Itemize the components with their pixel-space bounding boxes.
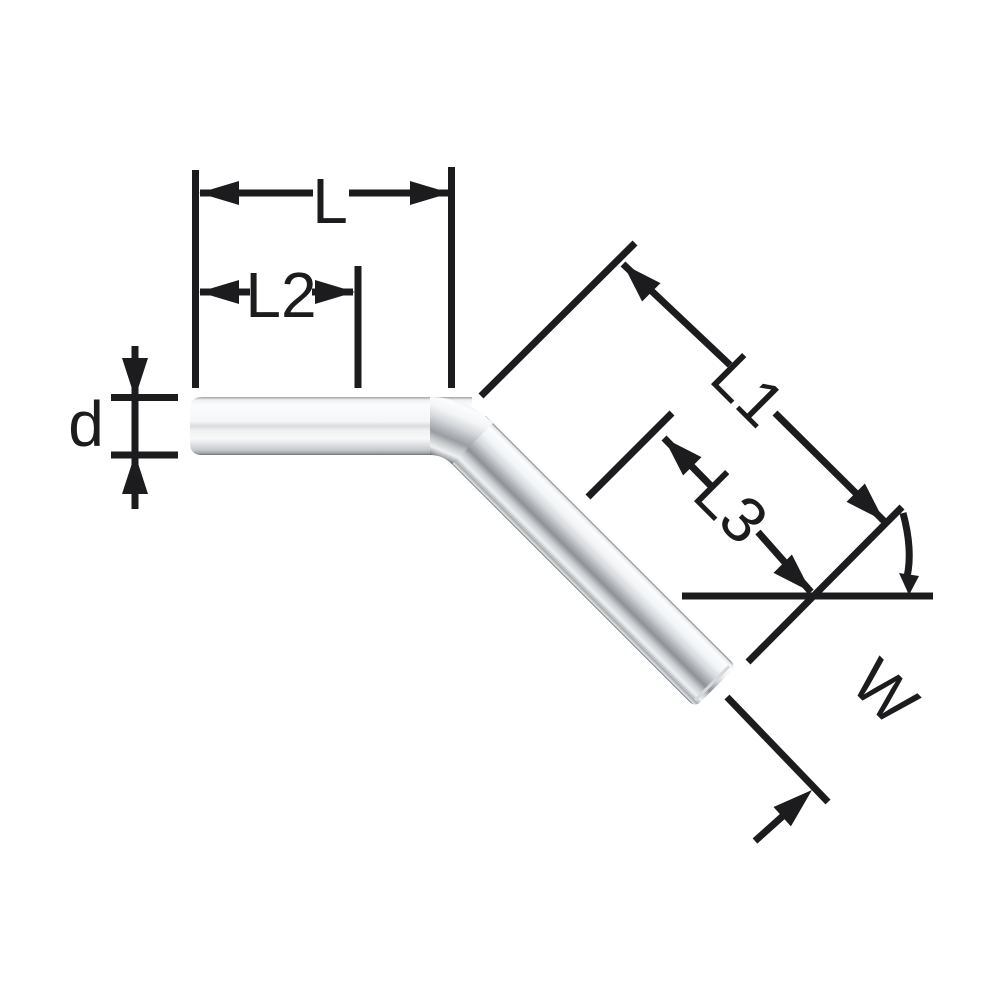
arrowhead-leader (773, 790, 812, 827)
arrowhead-L1-lower (846, 483, 884, 521)
tube-diagonal-leg (444, 416, 734, 705)
arrowhead-L1-upper (623, 264, 661, 302)
arrowhead-L3-upper (664, 438, 702, 476)
dim-label-L: L (312, 165, 348, 237)
arrowhead-L-left (199, 181, 239, 205)
arrowheads (122, 181, 919, 827)
tube-end-face-highlight (694, 665, 731, 702)
tube-horizontal-leg (190, 397, 472, 455)
leader-arrow-shaft (752, 812, 787, 844)
tube-bend (430, 397, 493, 465)
extension-line-tube-end (745, 504, 905, 665)
arrowhead-L2-left (199, 280, 239, 304)
extension-line-L3-top (585, 410, 675, 500)
bent-tube (190, 397, 734, 705)
dim-label-d: d (68, 388, 104, 460)
arrowhead-L-right (410, 181, 450, 205)
arrowhead-L3-lower (773, 554, 811, 592)
axis-extension-line (724, 694, 831, 805)
arrowhead-d-bottom (122, 454, 148, 494)
arrowhead-L2-right (315, 280, 355, 304)
extension-line-L1-top (478, 240, 638, 399)
arrowhead-angle-arc (899, 573, 919, 595)
angle-arc (899, 512, 913, 578)
arrowhead-d-top (122, 358, 148, 398)
dim-label-L2: L2 (245, 259, 317, 331)
